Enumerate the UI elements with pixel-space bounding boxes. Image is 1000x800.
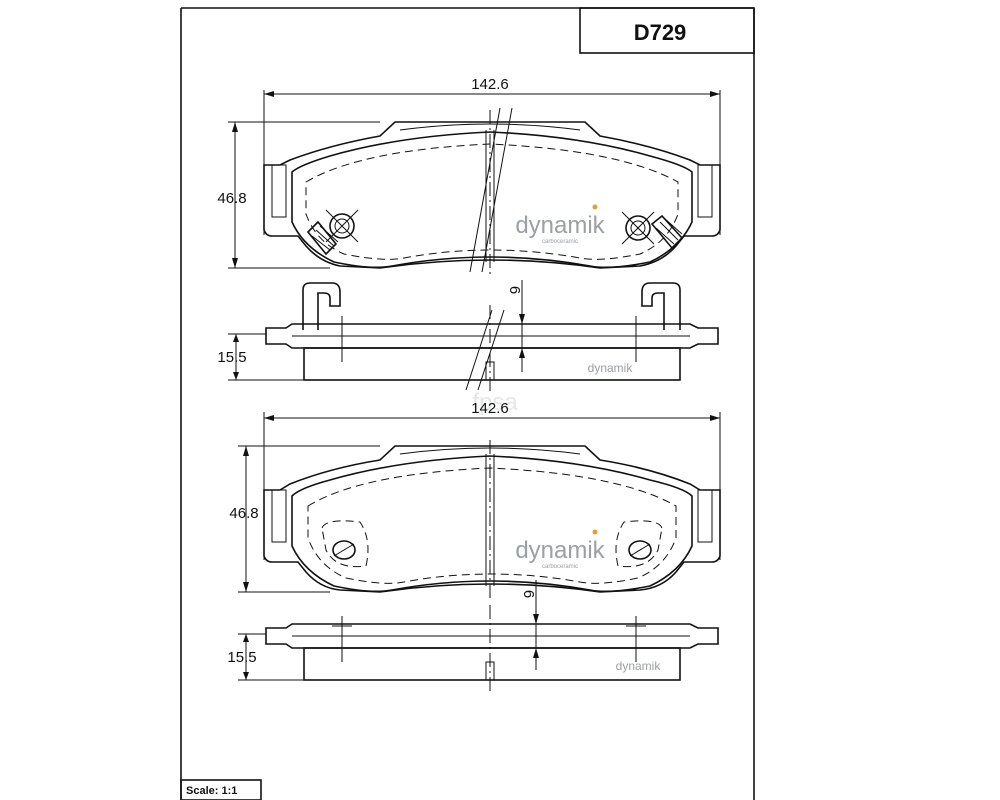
watermark-dot [592, 204, 598, 210]
bottom-width-dim: 142.6 [471, 400, 509, 417]
frame [180, 7, 755, 800]
top-pad-side-view: 15.5 6 dynamik [217, 280, 719, 395]
watermark-brand-2: dynamik [515, 537, 605, 564]
watermark-sub-2: carboceramic [542, 564, 578, 570]
bottom-thickness-dim: 15.5 [227, 649, 256, 666]
top-pad-front-view: dynamik carboceramic 142.6 46.8 [217, 76, 721, 275]
top-width-dim: 142.6 [471, 76, 509, 93]
scale-label: Scale: 1:1 [186, 785, 237, 797]
top-height-dim: 46.8 [217, 190, 246, 207]
bottom-pad-front-view: dynamik carboceramic 142.6 46.8 [229, 400, 721, 600]
watermark-brand-small-top: dynamik [588, 361, 634, 375]
bottom-wear-dim: 6 [520, 590, 537, 598]
part-code: D729 [634, 20, 687, 45]
bottom-height-dim: 46.8 [229, 505, 258, 522]
top-wear-dim: 6 [506, 286, 523, 294]
watermark-brand: dynamik [515, 212, 605, 239]
scale-box [180, 779, 262, 800]
faint-watermark: fpsa [472, 389, 518, 416]
top-thickness-dim: 15.5 [217, 349, 246, 366]
watermark-brand-small-bottom: dynamik [616, 659, 662, 673]
watermark-dot-2 [592, 529, 598, 535]
watermark-sub: carboceramic [542, 239, 578, 245]
bottom-pad-side-view: 15.5 6 dynamik [227, 580, 719, 695]
